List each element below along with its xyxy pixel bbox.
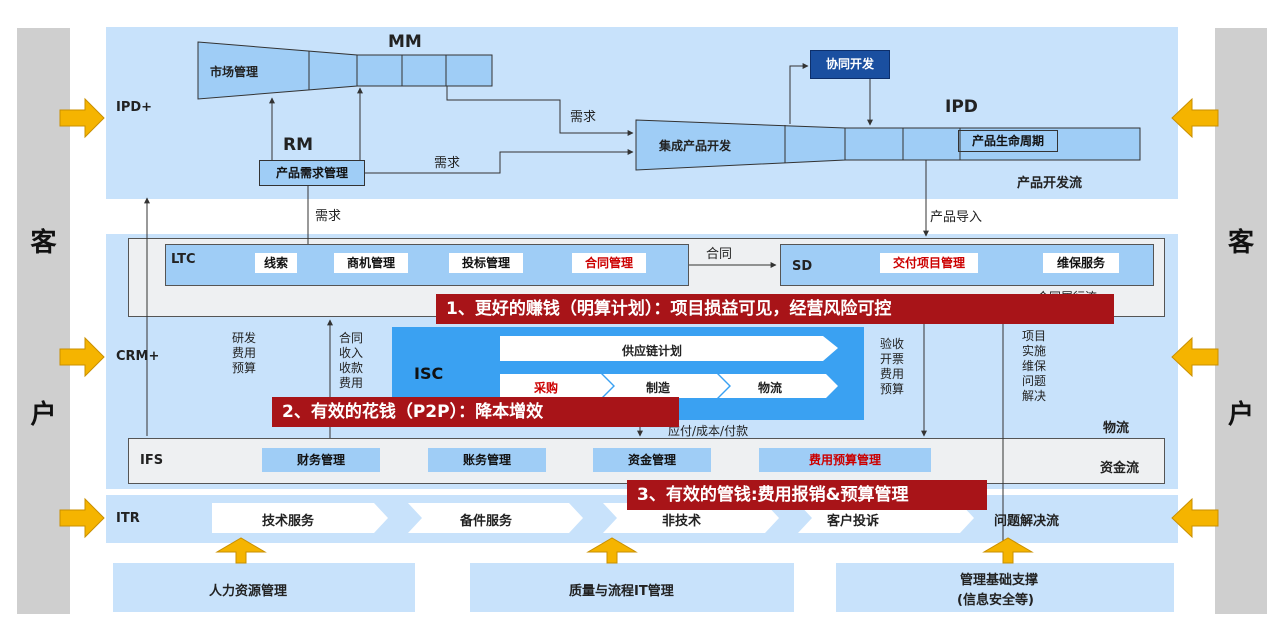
rm-label: RM <box>283 135 314 155</box>
infra-label: 管理基础支撑 <box>960 573 1039 588</box>
product-req-mgmt-box: 产品需求管理 <box>259 160 365 186</box>
supply-plan-chevron <box>500 336 838 361</box>
contract-income-stack: 合同 收入 收款 费用 <box>339 331 364 390</box>
lifecycle-box: 产品生命周期 <box>958 130 1058 152</box>
capital-flow-label: 资金流 <box>1100 461 1140 476</box>
acceptance-stack: 验收 开票 费用 预算 <box>880 337 905 396</box>
quality-label: 质量与流程IT管理 <box>569 584 674 599</box>
itr-item-non-tech: 非技术 <box>662 514 702 529</box>
problem-flow-label: 问题解决流 <box>994 514 1060 529</box>
supply-plan-label: 供应链计划 <box>622 344 683 358</box>
mm-funnel <box>197 41 493 100</box>
itr-item-spare-parts: 备件服务 <box>460 514 513 529</box>
support-quality <box>470 563 794 612</box>
rd-budget-stack: 研发 费用 预算 <box>232 331 257 375</box>
ifs-item-finance: 财务管理 <box>262 448 380 472</box>
project-impl-stack: 项目 实施 维保 问题 解决 <box>1022 329 1047 403</box>
itr-label: ITR <box>116 511 140 526</box>
mm-label: MM <box>388 32 422 52</box>
arrow-up-hr <box>215 537 267 564</box>
arrow-right-itr <box>59 497 105 539</box>
itr-item-tech-service: 技术服务 <box>262 514 315 529</box>
purchase-chevron <box>500 374 613 398</box>
customer-label-left-top: 客 <box>30 228 57 258</box>
ipd-plus-label: IPD+ <box>116 100 153 115</box>
customer-label-right-top: 客 <box>1227 228 1254 258</box>
dev-flow-label: 产品开发流 <box>1017 176 1083 191</box>
itr-chevron-1 <box>212 503 388 533</box>
customer-pillar-right: 客 户 <box>1215 28 1267 614</box>
product-intro-label: 产品导入 <box>930 210 983 225</box>
ipd-label: IPD <box>945 97 978 117</box>
customer-label-left-bottom: 户 <box>30 400 57 430</box>
ifs-label: IFS <box>140 453 164 468</box>
banner-manage: 3、有效的管钱:费用报销&预算管理 <box>627 480 987 510</box>
banner-earn: 1、更好的赚钱（明算计划）：项目损益可见，经营风险可控 <box>436 294 1114 324</box>
market-mgmt-label: 市场管理 <box>210 65 259 79</box>
manufacturing-label: 制造 <box>646 381 671 395</box>
arrow-right-ipd <box>59 97 105 139</box>
arrow-left-ipd <box>1171 97 1219 139</box>
ltc-item-opportunity: 商机管理 <box>334 253 408 273</box>
ltc-item-bidding: 投标管理 <box>449 253 523 273</box>
req-label-2: 需求 <box>434 156 461 171</box>
ifs-item-accounting: 账务管理 <box>428 448 546 472</box>
itr-chevron-2 <box>408 503 583 533</box>
hr-label: 人力资源管理 <box>209 584 288 599</box>
arrow-left-itr <box>1171 497 1219 539</box>
sd-label: SD <box>792 259 813 274</box>
support-hr <box>113 563 415 612</box>
sd-item-maintenance: 维保服务 <box>1043 253 1119 273</box>
ifs-item-capital: 资金管理 <box>593 448 711 472</box>
support-infra <box>836 563 1174 612</box>
payment-label: 应付/成本/付款 <box>668 424 749 438</box>
crm-plus-label: CRM+ <box>116 349 160 364</box>
collab-dev-box: 协同开发 <box>810 50 890 79</box>
ifs-item-budget: 费用预算管理 <box>759 448 931 472</box>
infra-sub-label: (信息安全等) <box>957 593 1034 608</box>
itr-chevron-4 <box>798 503 974 533</box>
req-label-3: 需求 <box>315 209 342 224</box>
logistics-flow-label: 物流 <box>1103 421 1130 436</box>
sd-item-delivery: 交付项目管理 <box>880 253 978 273</box>
arrow-right-crm <box>59 336 105 378</box>
manufacturing-chevron <box>603 374 729 398</box>
ltc-item-contract: 合同管理 <box>572 253 646 273</box>
integrated-dev-label: 集成产品开发 <box>659 139 732 153</box>
arrow-up-quality <box>586 537 638 564</box>
req-label-1: 需求 <box>570 110 597 125</box>
itr-item-complaint: 客户投诉 <box>827 514 880 529</box>
contract-label: 合同 <box>706 247 733 262</box>
ltc-item-leads: 线索 <box>255 253 297 273</box>
customer-label-right-bottom: 户 <box>1227 400 1254 430</box>
ipd-funnel <box>635 119 1141 171</box>
banner-spend: 2、有效的花钱（P2P）：降本增效 <box>272 397 679 427</box>
purchase-label: 采购 <box>534 381 559 395</box>
itr-chevron-3 <box>603 503 779 533</box>
logistics-label: 物流 <box>758 381 783 395</box>
arrow-up-infra <box>982 537 1034 564</box>
ltc-label: LTC <box>171 252 196 267</box>
arrow-left-crm <box>1171 336 1219 378</box>
isc-label: ISC <box>414 364 444 383</box>
logistics-chevron <box>719 374 838 398</box>
